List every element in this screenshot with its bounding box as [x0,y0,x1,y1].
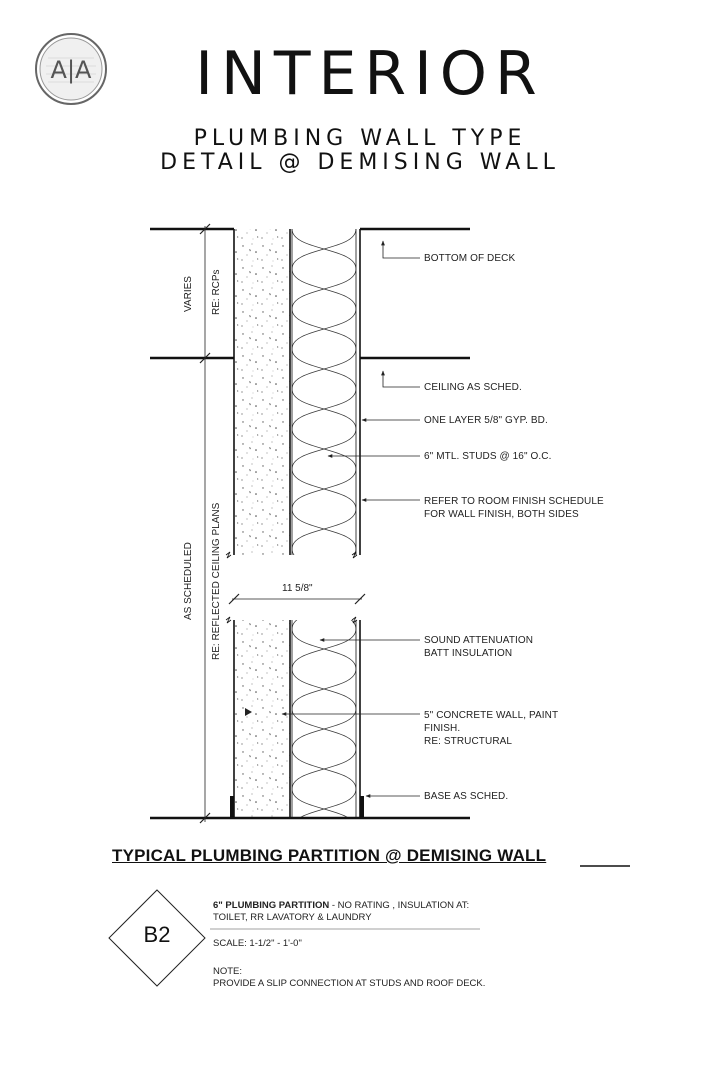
scale-text: SCALE: 1-1/2" - 1'-0" [213,938,302,949]
callout-bottom-of-deck: BOTTOM OF DECK [424,253,516,264]
callout-gyp-board: ONE LAYER 5/8" GYP. BD. [424,415,548,426]
page-title: INTERIOR [195,39,545,109]
callout-leaders [281,240,420,798]
callout-metal-studs: 6" MTL. STUDS @ 16" O.C. [424,451,552,462]
subtitle-line-1: PLUMBING WALL TYPE [193,126,527,151]
subtitle-line-2: DETAIL @ DEMISING WALL [160,150,560,175]
detail-badge-label: B2 [143,922,171,947]
lower-wall-segment [225,616,364,818]
partition-description: 6" PLUMBING PARTITION - NO RATING , INSU… [213,900,470,923]
callout-ceiling: CEILING AS SCHED. [424,382,522,393]
logo-text: A|A [51,56,93,84]
upper-wall-segment [225,229,361,559]
width-dimension-text: 11 5/8" [282,583,313,594]
logo-icon: A|A [35,33,107,105]
callout-base: BASE AS SCHED. [424,791,509,802]
detail-heading: TYPICAL PLUMBING PARTITION @ DEMISING WA… [112,846,547,865]
note-block: NOTE: PROVIDE A SLIP CONNECTION AT STUDS… [213,966,486,989]
detail-badge-diamond [108,889,206,987]
